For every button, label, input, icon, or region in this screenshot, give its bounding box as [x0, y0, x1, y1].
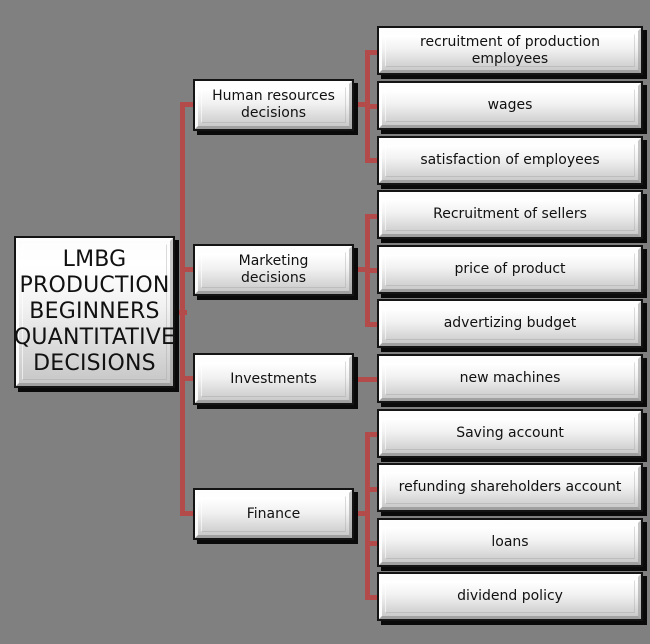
leaf-node-satisfaction-of-employees[interactable]: satisfaction of employees [377, 136, 643, 185]
category-node-finance[interactable]: Finance [193, 488, 354, 540]
leaf-node-label: Saving account [456, 425, 564, 442]
connector-finance-trunk [365, 432, 370, 597]
leaf-node-dividend-policy[interactable]: dividend policy [377, 572, 643, 621]
leaf-node-price-of-product[interactable]: price of product [377, 245, 643, 294]
leaf-node-refunding-shareholders-account[interactable]: refunding shareholders account [377, 463, 643, 512]
leaf-node-label: satisfaction of employees [420, 152, 600, 169]
leaf-node-recruitment-of-sellers[interactable]: Recruitment of sellers [377, 190, 643, 239]
leaf-node-loans[interactable]: loans [377, 518, 643, 567]
category-node-label: Investments [230, 370, 317, 387]
category-node-label: Marketing decisions [238, 253, 309, 286]
connector-to-marketing [180, 267, 196, 272]
leaf-node-recruitment-of-production-employees[interactable]: recruitment of production employees [377, 26, 643, 75]
connector-finance-stub [354, 511, 370, 516]
leaf-node-label: price of product [454, 261, 566, 278]
category-node-marketing-decisions[interactable]: Marketing decisions [193, 244, 354, 296]
connector-to-finance [180, 511, 196, 516]
leaf-node-new-machines[interactable]: new machines [377, 354, 643, 403]
connector-main-trunk [180, 102, 185, 514]
connector-to-investments [180, 376, 196, 381]
connector-investments-leaf-0 [354, 377, 379, 382]
connector-finance-leaf-1 [365, 487, 379, 492]
connector-to-human-resources [180, 102, 196, 107]
connector-hr-leaf-0 [365, 50, 379, 55]
connector-hr-leaf-2 [365, 158, 379, 163]
root-node-label: LMBG PRODUCTION BEGINNERS QUANTITATIVE D… [14, 247, 175, 376]
connector-hr-leaf-1 [365, 104, 379, 109]
connector-hr-stub [354, 102, 370, 107]
leaf-node-label: new machines [459, 370, 561, 387]
leaf-node-label: advertizing budget [443, 315, 577, 332]
leaf-node-wages[interactable]: wages [377, 81, 643, 130]
root-node[interactable]: LMBG PRODUCTION BEGINNERS QUANTITATIVE D… [14, 236, 175, 388]
leaf-node-advertizing-budget[interactable]: advertizing budget [377, 299, 643, 348]
leaf-node-label: loans [491, 534, 529, 551]
connector-marketing-stub [354, 267, 370, 272]
leaf-node-label: Recruitment of sellers [433, 206, 587, 223]
connector-marketing-leaf-1 [365, 268, 379, 273]
leaf-node-label: dividend policy [457, 588, 563, 605]
leaf-node-label: recruitment of production employees [420, 33, 600, 67]
connector-finance-leaf-3 [365, 595, 379, 600]
category-node-label: Human resources decisions [212, 88, 335, 121]
connector-marketing-leaf-2 [365, 322, 379, 327]
category-node-investments[interactable]: Investments [193, 353, 354, 405]
connector-marketing-leaf-0 [365, 214, 379, 219]
category-node-label: Finance [246, 505, 301, 522]
leaf-node-label: wages [487, 97, 533, 114]
category-node-human-resources-decisions[interactable]: Human resources decisions [193, 79, 354, 131]
connector-finance-leaf-0 [365, 432, 379, 437]
leaf-node-label: refunding shareholders account [398, 479, 622, 496]
leaf-node-saving-account[interactable]: Saving account [377, 409, 643, 458]
connector-finance-leaf-2 [365, 541, 379, 546]
